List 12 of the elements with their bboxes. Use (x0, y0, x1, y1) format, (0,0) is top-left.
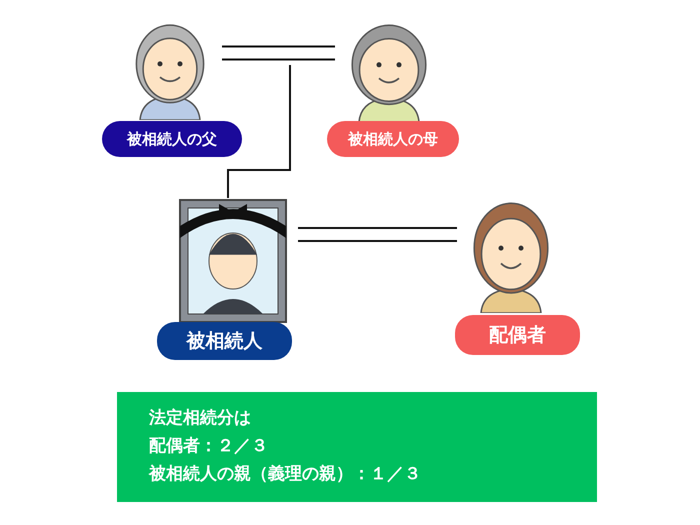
note-text: 被相続人の親（義理の親）：１／３ (149, 463, 422, 486)
memorial-portrait-drawing (178, 198, 288, 324)
name-label: 被相続人の母 (327, 121, 459, 157)
name-label: 被相続人 (157, 322, 292, 360)
family-line (222, 46, 335, 61)
name-label: 被相続人の父 (102, 121, 242, 157)
note-text: 法定相続分は (149, 407, 252, 430)
family-line (227, 65, 291, 198)
note-panel (117, 392, 597, 502)
name-label: 配偶者 (455, 315, 580, 355)
note-text: 配偶者：２／３ (149, 435, 269, 458)
family-line (298, 227, 457, 242)
